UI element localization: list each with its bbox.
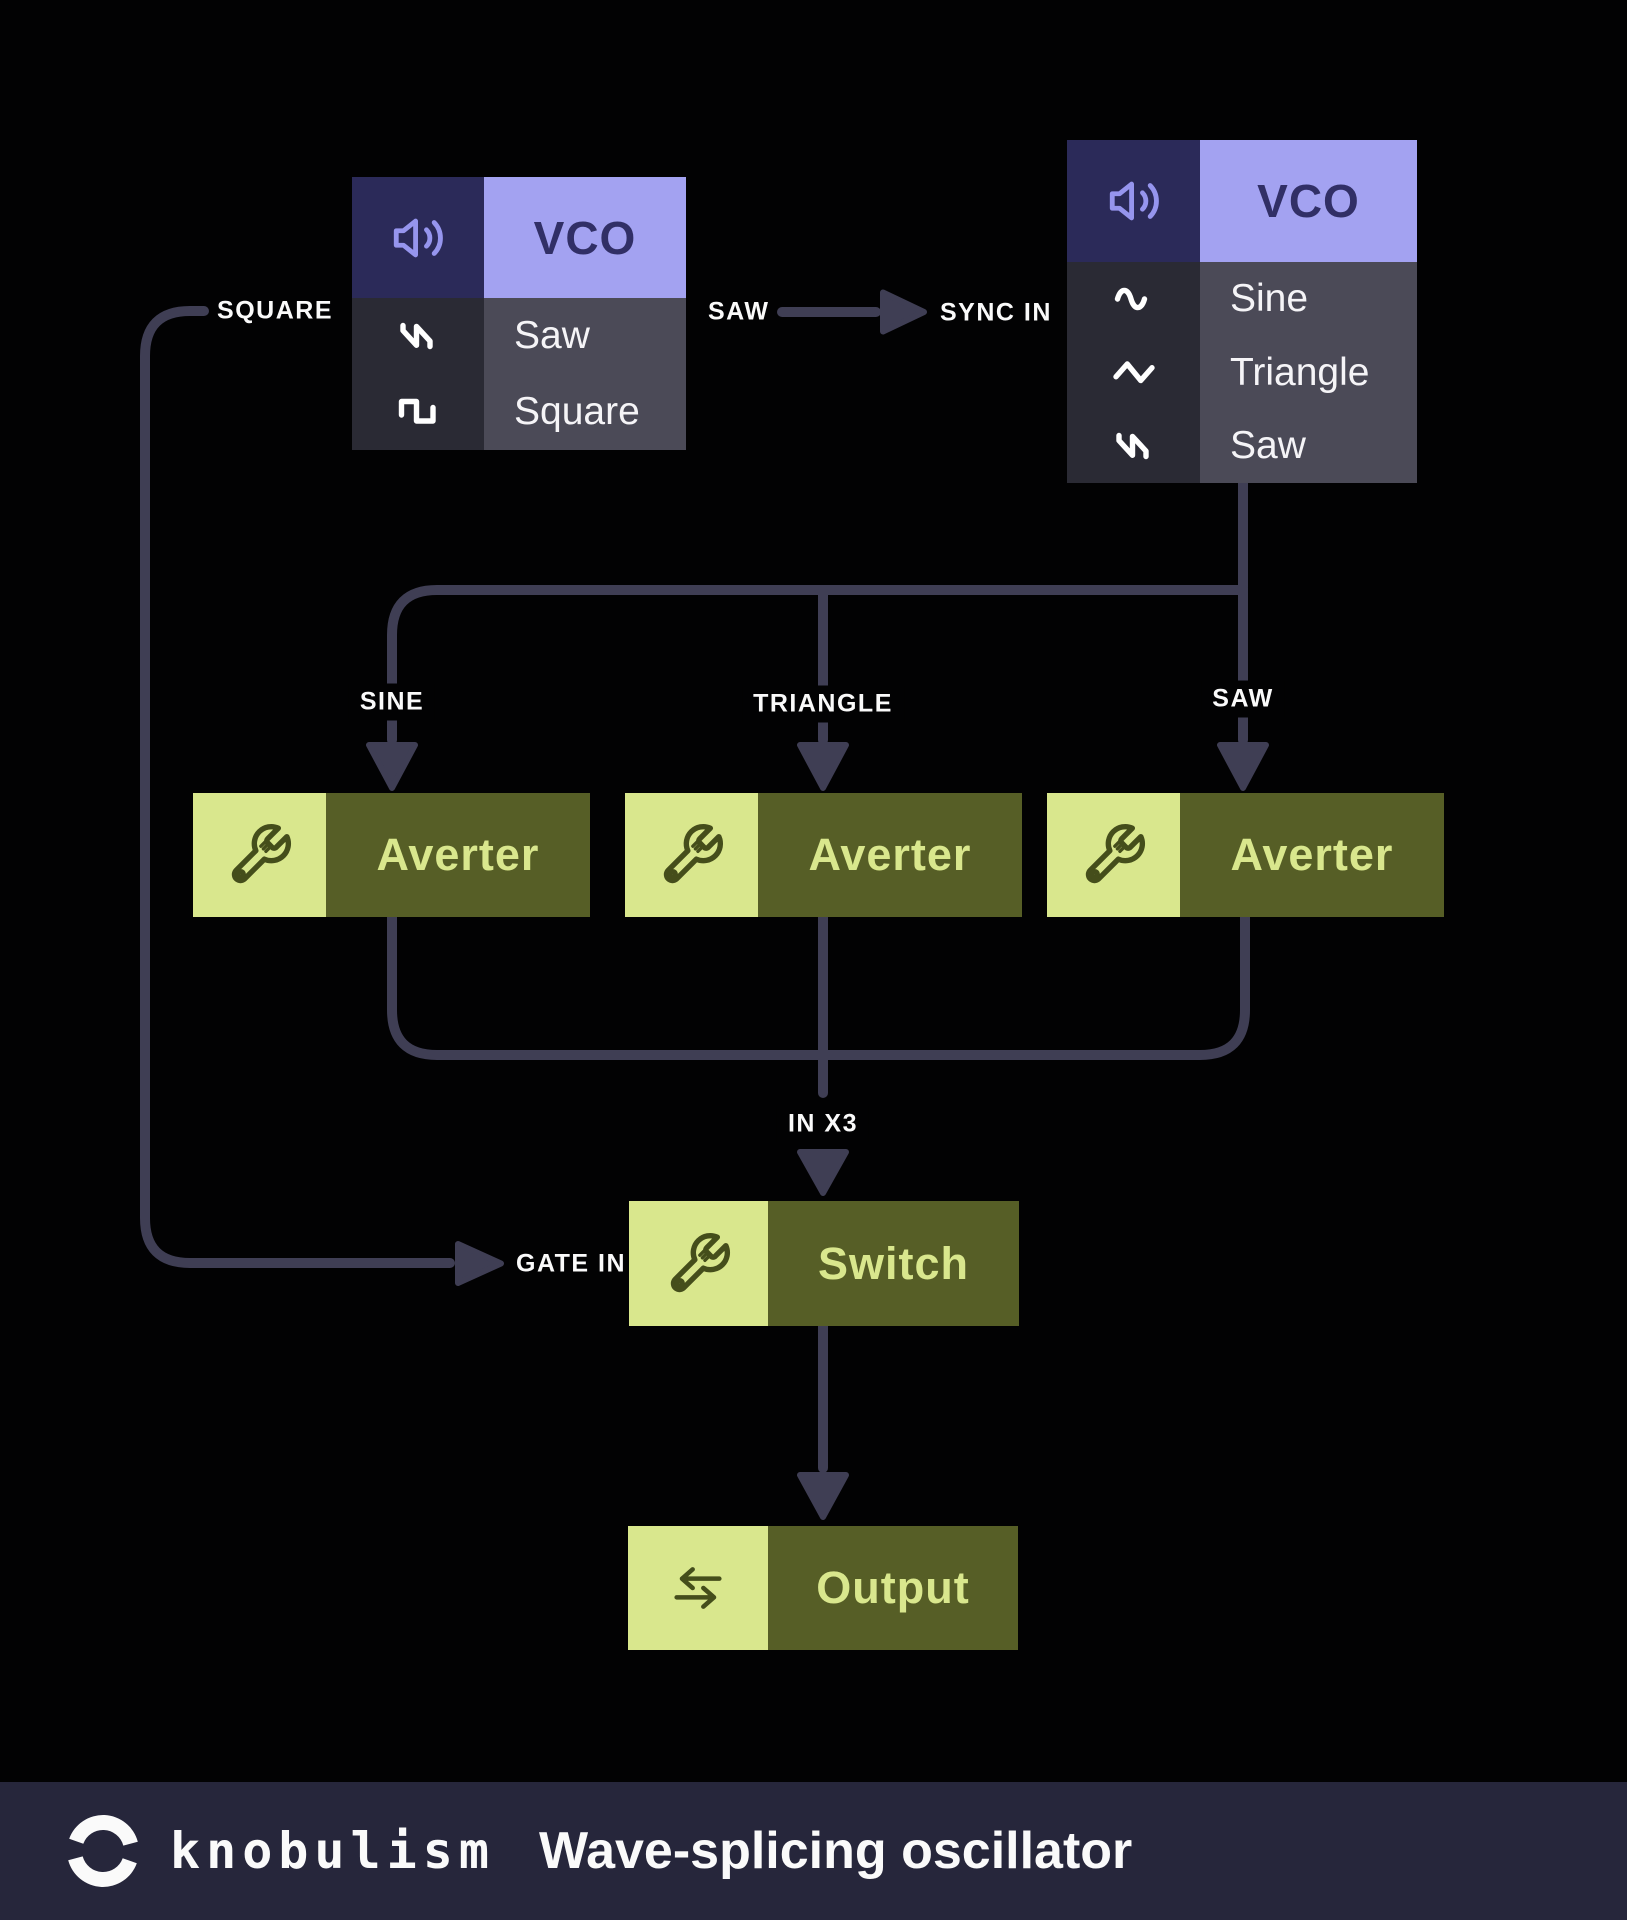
label-gate-in: GATE IN	[516, 1249, 627, 1278]
label-sync-in: SYNC IN	[940, 298, 1052, 327]
vco-right-row-saw-label: Saw	[1200, 409, 1417, 484]
arrowhead-triangle	[797, 742, 849, 791]
label-triangle: TRIANGLE	[742, 685, 904, 723]
vco-right-row-sine-label: Sine	[1200, 262, 1417, 336]
vco-right-block: VCO Sine Triangle Saw	[1067, 140, 1417, 484]
label-sine: SINE	[348, 683, 436, 721]
vco-left-block: VCO Saw Square	[352, 177, 686, 450]
transfer-arrows-icon	[628, 1526, 768, 1650]
vco-left-header: VCO	[352, 177, 686, 298]
averter-block-2: Averter	[625, 793, 1022, 917]
vco-left-row-saw: Saw	[352, 298, 686, 374]
vco-left-title: VCO	[484, 177, 686, 298]
wire-averter1-merge	[387, 912, 825, 1060]
switch-block: Switch	[629, 1201, 1019, 1326]
label-saw-branch: SAW	[1201, 680, 1285, 718]
averter-3-title: Averter	[1180, 793, 1444, 917]
wire-distribution-rail	[387, 585, 1248, 745]
vco-right-row-triangle-label: Triangle	[1200, 335, 1417, 410]
diagram-title: Wave-splicing oscillator	[538, 1822, 1133, 1880]
arrowhead-saw-branch	[1217, 742, 1269, 791]
vco-right-row-sine: Sine	[1067, 262, 1417, 336]
wrench-icon	[629, 1201, 768, 1326]
saw-wave-icon	[1067, 409, 1200, 484]
averter-block-3: Averter	[1047, 793, 1444, 917]
wire-square-to-gate-in	[140, 306, 455, 1268]
footer-bar: knobulism Wave-splicing oscillator	[0, 1782, 1627, 1920]
vco-right-row-triangle: Triangle	[1067, 335, 1417, 410]
brand-name: knobulism	[170, 1822, 495, 1880]
averter-2-title: Averter	[758, 793, 1022, 917]
vco-right-header: VCO	[1067, 140, 1417, 262]
label-saw-out: SAW	[708, 297, 770, 326]
arrowhead-sync-in	[880, 289, 927, 335]
knobulism-logo-icon	[68, 1815, 138, 1887]
triangle-wave-icon	[1067, 335, 1200, 410]
arrowhead-output	[797, 1472, 849, 1520]
averter-1-title: Averter	[326, 793, 590, 917]
wrench-icon	[1047, 793, 1180, 917]
vco-left-row-square: Square	[352, 374, 686, 450]
sine-wave-icon	[1067, 262, 1200, 336]
output-title: Output	[768, 1526, 1018, 1650]
label-square-out: SQUARE	[217, 296, 333, 325]
square-wave-icon	[352, 374, 484, 450]
saw-wave-icon	[352, 298, 484, 374]
speaker-icon	[352, 177, 484, 298]
arrowhead-in-x3	[797, 1149, 849, 1196]
vco-left-row-square-label: Square	[484, 374, 686, 450]
vco-right-row-saw: Saw	[1067, 409, 1417, 484]
arrowhead-sine	[366, 742, 418, 791]
output-block: Output	[628, 1526, 1018, 1650]
vco-left-row-saw-label: Saw	[484, 298, 686, 374]
arrowhead-gate-in	[455, 1241, 504, 1286]
speaker-icon	[1067, 140, 1200, 262]
vco-right-title: VCO	[1200, 140, 1417, 262]
switch-title: Switch	[768, 1201, 1019, 1326]
label-in-x3: IN X3	[776, 1105, 870, 1143]
wrench-icon	[625, 793, 758, 917]
wrench-icon	[193, 793, 326, 917]
wire-averter3-merge	[821, 912, 1250, 1060]
averter-block-1: Averter	[193, 793, 590, 917]
